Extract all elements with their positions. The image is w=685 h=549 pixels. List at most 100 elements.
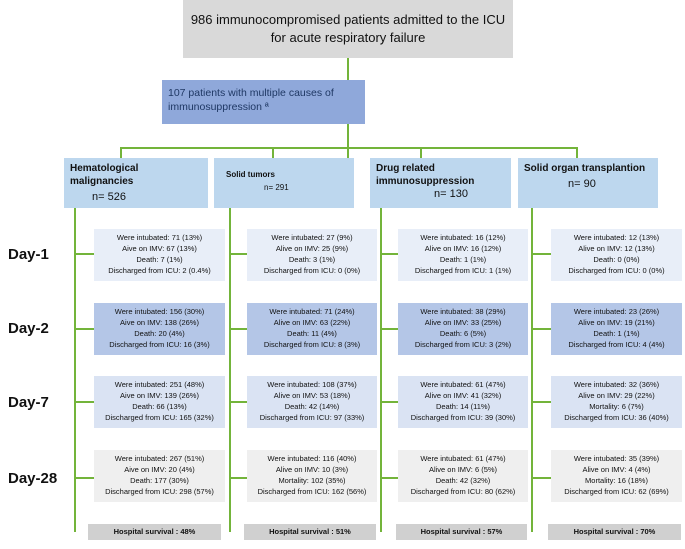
stat-mortality: Mortality: 102 (35%) xyxy=(278,476,346,485)
tick xyxy=(74,253,94,255)
stat-box: Were intubated: 32 (36%) Alive on IMV: 29… xyxy=(551,376,682,428)
stat-mortality: Mortality: 6 (7%) xyxy=(589,402,644,411)
stat-death: Death: 1 (1%) xyxy=(593,329,640,338)
stat-box: Were intubated: 71 (24%) Alive on IMV: 63… xyxy=(247,303,377,355)
tick xyxy=(531,328,551,330)
stat-intubated: Were intubated: 251 (48%) xyxy=(114,380,205,389)
tick xyxy=(74,328,94,330)
stat-box: Were intubated: 156 (30%)Aive on IMV: 13… xyxy=(94,303,225,355)
stat-death: Death: 42 (32%) xyxy=(435,476,491,485)
total-patients-box: 986 immunocompromised patients admitted … xyxy=(183,0,513,58)
tick xyxy=(229,401,247,403)
stat-intubated: Were intubated: 71 (13%) xyxy=(116,233,203,242)
day-label-7: Day-7 xyxy=(8,394,49,411)
hospital-survival-drug-related: Hospital survival : 57% xyxy=(396,524,527,540)
stat-box: Were intubated: 38 (29%) Alive on IMV: 33… xyxy=(398,303,528,355)
stat-intubated: Were intubated: 61 (47%) xyxy=(420,454,506,463)
total-patients-line1: 986 immunocompromised patients admitted … xyxy=(190,12,506,27)
group-n: n= 526 xyxy=(92,191,126,203)
group-title: Hematological malignancies xyxy=(70,163,139,187)
column-trunk-1 xyxy=(74,208,76,532)
tick xyxy=(229,477,247,479)
stat-intubated: Were intubated: 16 (12%) xyxy=(420,233,506,242)
stat-discharged: Discharged from ICU: 16 (3%) xyxy=(109,340,210,349)
branch-drop-4 xyxy=(576,147,578,158)
stat-discharged: Discharged from ICU: 0 (0%) xyxy=(568,266,665,275)
stat-discharged: Discharged from ICU: 4 (4%) xyxy=(568,340,665,349)
stat-death: Death: 11 (4%) xyxy=(287,329,337,338)
stat-alive-imv: Alive on IMV: 12 (13%) xyxy=(578,244,655,253)
stat-death: Death: 14 (11%) xyxy=(435,402,491,411)
day-label-2: Day-2 xyxy=(8,320,49,337)
stat-discharged: Discharged from ICU: 80 (62%) xyxy=(410,487,516,496)
tick xyxy=(229,253,247,255)
tick xyxy=(380,253,398,255)
branch-drop-1 xyxy=(120,147,122,158)
stat-box: Were intubated: 61 (47%) Alive on IMV: 41… xyxy=(398,376,528,428)
stat-intubated: Were intubated: 108 (37%) xyxy=(267,380,357,389)
tick xyxy=(380,328,398,330)
stat-alive-imv: Alive on IMV: 33 (25%) xyxy=(424,318,502,327)
stat-alive-imv: Aive on IMV: 139 (26%) xyxy=(120,391,199,400)
multiple-causes-text: 107 patients with multiple causes of imm… xyxy=(168,87,334,113)
stat-discharged: Discharged from ICU: 162 (56%) xyxy=(257,487,367,496)
stat-alive-imv: Alive on IMV: 6 (5%) xyxy=(428,465,498,474)
stat-discharged: Discharged from ICU: 0 (0%) xyxy=(263,266,361,275)
stat-intubated: Were intubated: 32 (36%) xyxy=(573,380,660,389)
stat-box: Were intubated: 267 (51%)Aive on IMV: 20… xyxy=(94,450,225,502)
group-solid-organ: Solid organ transplantion n= 90 xyxy=(518,158,658,208)
branch-connector xyxy=(120,147,577,149)
branch-drop-2 xyxy=(272,147,274,158)
stat-intubated: Were intubated: 23 (26%) xyxy=(573,307,660,316)
group-n: n= 291 xyxy=(264,183,289,192)
stat-discharged: Discharged from ICU: 165 (32%) xyxy=(105,413,214,422)
group-hematological: Hematological malignancies n= 526 xyxy=(64,158,208,208)
stat-intubated: Were intubated: 38 (29%) xyxy=(420,307,506,316)
column-trunk-4 xyxy=(531,208,533,532)
group-drug-related: Drug related immunosuppression n= 130 xyxy=(370,158,511,208)
stat-death: Death: 6 (5%) xyxy=(439,329,487,338)
stat-alive-imv: Alive on IMV: 63 (22%) xyxy=(273,318,351,327)
stat-death: Death: 3 (1%) xyxy=(288,255,336,264)
stat-discharged: Discharged from ICU: 97 (33%) xyxy=(259,413,365,422)
stat-alive-imv: Aive on IMV: 20 (4%) xyxy=(124,465,195,474)
day-label-1: Day-1 xyxy=(8,246,49,263)
tick xyxy=(74,477,94,479)
stat-death: Death: 66 (13%) xyxy=(132,402,187,411)
stat-box: Were intubated: 23 (26%)Alive on IMV: 19… xyxy=(551,303,682,355)
tick xyxy=(531,401,551,403)
stat-death: Death: 42 (14%) xyxy=(284,402,340,411)
stat-alive-imv: Alive on IMV: 53 (18%) xyxy=(273,391,351,400)
group-solid-tumors: Solid tumors n= 291 xyxy=(214,158,354,208)
group-title: Solid tumors xyxy=(226,170,275,179)
stat-alive-imv: Alive on IMV: 41 (32%) xyxy=(424,391,502,400)
stat-discharged: Discharged from ICU: 62 (69%) xyxy=(564,487,669,496)
tick xyxy=(380,477,398,479)
stat-intubated: Were intubated: 156 (30%) xyxy=(114,307,205,316)
stat-intubated: Were intubated: 71 (24%) xyxy=(269,307,355,316)
stat-discharged: Discharged from ICU: 8 (3%) xyxy=(263,340,361,349)
stat-box: Were intubated: 12 (13%) Alive on IMV: 12… xyxy=(551,229,682,281)
group-title: Drug related immunosuppression xyxy=(376,163,475,187)
stat-discharged: Discharged from ICU: 39 (30%) xyxy=(410,413,516,422)
branch-drop-3 xyxy=(420,147,422,158)
hospital-survival-solid-tumors: Hospital survival : 51% xyxy=(244,524,376,540)
stat-alive-imv: Alive on IMV: 25 (9%) xyxy=(275,244,349,253)
hospital-survival-solid-organ: Hospital survival : 70% xyxy=(548,524,681,540)
group-n: n= 90 xyxy=(568,178,596,190)
stat-intubated: Were intubated: 12 (13%) xyxy=(573,233,660,242)
stat-box: Were intubated: 16 (12%)Alive on IMV: 16… xyxy=(398,229,528,281)
stat-alive-imv: Alive on IMV: 29 (22%) xyxy=(578,391,655,400)
hospital-survival-hematological: Hospital survival : 48% xyxy=(88,524,221,540)
stat-box: Were intubated: 116 (40%)Alive on IMV: 1… xyxy=(247,450,377,502)
stat-alive-imv: Aive on IMV: 67 (13%) xyxy=(122,244,197,253)
stat-box: Were intubated: 108 (37%) Alive on IMV: 5… xyxy=(247,376,377,428)
multiple-causes-box: 107 patients with multiple causes of imm… xyxy=(162,80,365,124)
stat-discharged: Discharged from ICU: 298 (57%) xyxy=(105,487,214,496)
tick xyxy=(74,401,94,403)
stat-alive-imv: Alive on IMV: 10 (3%) xyxy=(275,465,349,474)
day-label-28: Day-28 xyxy=(8,470,58,487)
stat-intubated: Were intubated: 61 (47%) xyxy=(420,380,506,389)
tick xyxy=(229,328,247,330)
group-n: n= 130 xyxy=(434,188,468,200)
